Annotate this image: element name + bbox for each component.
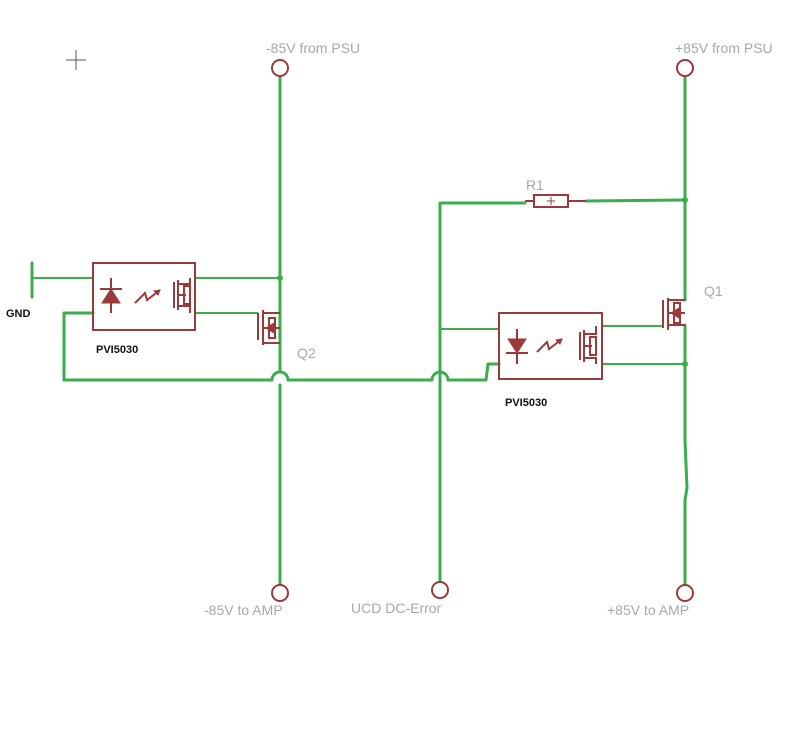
- port-pos-amp-label: +85V to AMP: [607, 602, 689, 618]
- port-neg-amp[interactable]: [271, 584, 289, 602]
- light-arrow-icon: [536, 338, 563, 353]
- wire-r1-right: [584, 198, 687, 203]
- light-arrow-icon: [134, 289, 161, 304]
- relay-left-label: PVI5030: [96, 344, 138, 356]
- q2-label: Q2: [297, 345, 316, 361]
- gnd-label: GND: [6, 308, 31, 320]
- junction-dot: [682, 197, 688, 203]
- wire-pos-rail-bottom: [683, 323, 689, 587]
- relay-left-body: [92, 262, 196, 331]
- q2-transistor[interactable]: [257, 310, 280, 345]
- junction-dot: [682, 361, 688, 367]
- port-pos-psu-label: +85V from PSU: [675, 40, 773, 56]
- junction-dot: [277, 275, 283, 281]
- port-neg-psu-label: -85V from PSU: [266, 40, 360, 56]
- port-neg-psu[interactable]: [271, 59, 289, 77]
- wires: [30, 75, 689, 587]
- r1-resistor[interactable]: [525, 194, 586, 208]
- relay-right-label: PVI5030: [505, 397, 547, 409]
- q1-transistor[interactable]: [662, 298, 685, 330]
- relay-left[interactable]: [92, 262, 196, 331]
- port-pos-amp[interactable]: [676, 584, 694, 602]
- relay-right[interactable]: [498, 312, 603, 380]
- relay-right-body: [498, 312, 603, 380]
- port-ucd-label: UCD DC-Error: [351, 600, 442, 616]
- q1-label: Q1: [704, 283, 723, 299]
- crosshair-cursor-icon: [66, 50, 86, 70]
- port-neg-amp-label: -85V to AMP: [204, 602, 283, 618]
- port-ucd[interactable]: [431, 581, 449, 599]
- wire-ucd: [438, 201, 527, 587]
- port-pos-psu[interactable]: [676, 59, 694, 77]
- r1-label: R1: [526, 177, 544, 193]
- wire-control-loop: [62, 311, 501, 382]
